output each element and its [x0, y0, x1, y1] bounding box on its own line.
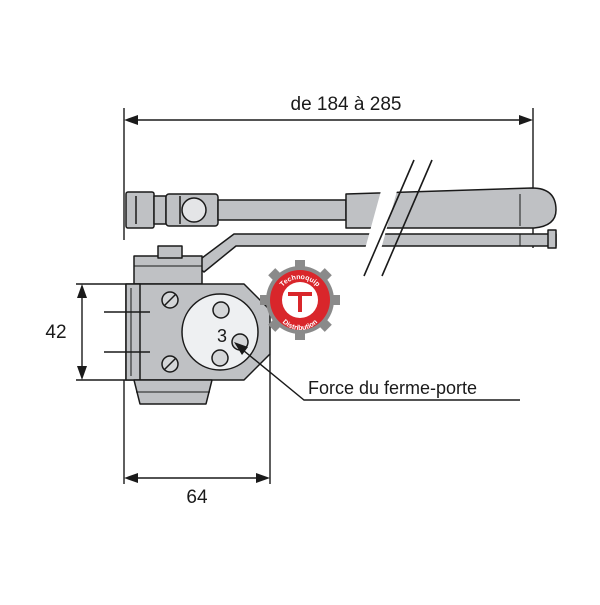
adjustable-tube — [217, 199, 347, 221]
depth-dimension — [123, 354, 271, 484]
main-arm — [345, 187, 557, 229]
height-label: 42 — [45, 322, 66, 343]
break-line-2 — [381, 159, 433, 277]
bracket-neck — [153, 195, 167, 225]
screw-top-slot — [163, 293, 177, 307]
upper-arm — [125, 187, 557, 229]
top-cap — [133, 255, 203, 285]
dial-hole-top — [212, 301, 230, 319]
pivot-pin — [181, 197, 207, 223]
arrow-depth-left — [124, 473, 138, 483]
force-leader-arrow — [234, 342, 248, 355]
height-dimension — [76, 283, 150, 381]
force-dial — [181, 293, 259, 371]
lower-arm — [193, 229, 557, 273]
break-line-1 — [363, 159, 415, 277]
arrow-up — [77, 284, 87, 298]
depth-label: 64 — [186, 487, 208, 508]
force-label: Force du ferme-porte — [308, 378, 477, 398]
width-range-label: de 184 à 285 — [291, 94, 402, 115]
closer-body — [125, 245, 271, 405]
lower-arm-end — [547, 229, 557, 249]
arrow-down — [77, 366, 87, 380]
break-symbol — [356, 159, 433, 282]
spindle-nut — [157, 245, 183, 259]
force-value: 3 — [217, 326, 227, 346]
technoquip-logo: Technoquip Distribution — [260, 260, 340, 340]
arrow-left — [124, 115, 138, 125]
arrow-depth-right — [256, 473, 270, 483]
arm-end-bracket — [125, 191, 155, 229]
dial-hole-bottom — [211, 349, 229, 367]
force-leader-line — [237, 345, 520, 401]
mounting-plate — [125, 283, 141, 381]
arrow-right — [519, 115, 533, 125]
logo-t-icon — [288, 292, 312, 312]
break-gap — [356, 180, 400, 282]
screw-bottom-slot — [163, 357, 177, 371]
force-leader — [234, 342, 520, 401]
